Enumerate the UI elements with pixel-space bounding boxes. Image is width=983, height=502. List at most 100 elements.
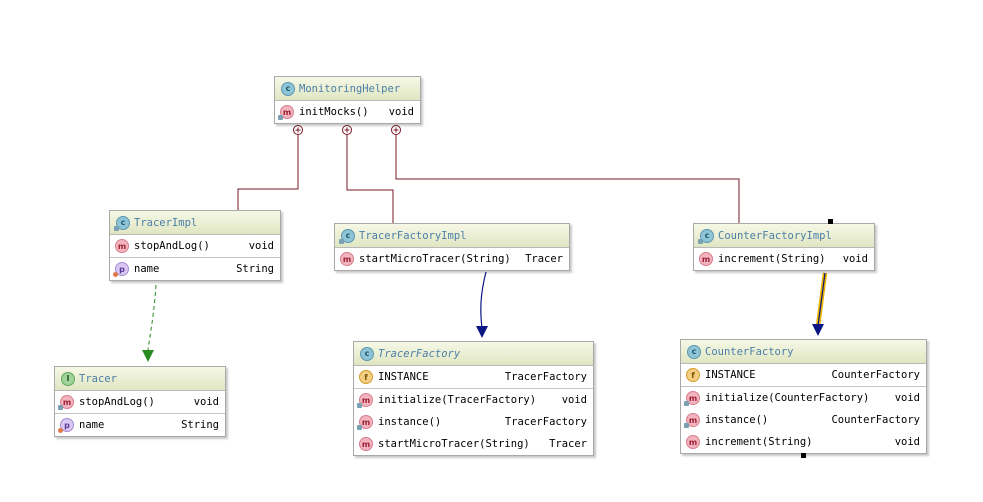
member-type: CounterFactory [831, 414, 920, 426]
interface-box-tracer[interactable]: I Tracer m stopAndLog() void p name Stri… [54, 366, 226, 437]
member-row[interactable]: m startMicroTracer(String) Tracer [354, 433, 593, 455]
class-box-counter-factory-impl[interactable]: c CounterFactoryImpl m increment(String)… [693, 223, 875, 271]
method-icon: m [684, 413, 700, 428]
field-icon: f [686, 368, 700, 382]
member-name: instance() [705, 414, 769, 426]
member-row[interactable]: f INSTANCE TracerFactory [354, 366, 593, 388]
member-name: increment(String) [705, 436, 813, 448]
member-row[interactable]: f INSTANCE CounterFactory [681, 364, 926, 386]
class-box-tracer-impl[interactable]: c TracerImpl m stopAndLog() void p name … [109, 210, 281, 281]
class-box-tracer-factory[interactable]: c TracerFactory f INSTANCE TracerFactory… [353, 341, 594, 456]
member-row[interactable]: m stopAndLog() void [110, 235, 280, 257]
class-box-tracer-factory-impl[interactable]: c TracerFactoryImpl m startMicroTracer(S… [334, 223, 570, 271]
method-icon: m [699, 252, 713, 266]
generalization-edge-tracer-factory[interactable] [476, 271, 488, 338]
public-visibility-icon [357, 403, 362, 408]
member-name: stopAndLog() [79, 396, 155, 408]
selection-handle[interactable] [828, 219, 833, 224]
fields-section: f INSTANCE TracerFactory [354, 366, 593, 389]
public-visibility-icon [339, 238, 344, 244]
interface-icon: I [61, 371, 75, 386]
method-icon: m [340, 252, 354, 266]
member-type: Tracer [549, 438, 587, 450]
member-type: TracerFactory [504, 371, 587, 383]
property-icon: p [58, 418, 74, 433]
member-name: initialize(CounterFactory) [705, 392, 870, 404]
member-row[interactable]: m stopAndLog() void [55, 391, 225, 413]
member-type: void [388, 106, 414, 118]
class-header: c TracerFactoryImpl [335, 224, 569, 248]
public-visibility-icon [684, 401, 689, 406]
methods-section: m startMicroTracer(String) Tracer [335, 248, 569, 270]
methods-section: m initMocks() void [275, 101, 420, 123]
class-header: c CounterFactory [681, 340, 926, 364]
class-box-counter-factory[interactable]: c CounterFactory f INSTANCE CounterFacto… [680, 339, 927, 454]
class-name: CounterFactoryImpl [718, 229, 832, 242]
method-icon: m [357, 393, 373, 408]
composition-marker [293, 125, 303, 135]
methods-section: m stopAndLog() void [55, 391, 225, 414]
member-type: void [894, 436, 920, 448]
selection-handle[interactable] [801, 453, 806, 458]
member-name: stopAndLog() [134, 240, 210, 252]
composition-line-tracer-impl[interactable] [237, 134, 299, 210]
class-name: MonitoringHelper [299, 82, 401, 95]
member-row[interactable]: m increment(String) void [694, 248, 874, 270]
composition-line-counter-factory-impl[interactable] [395, 134, 740, 223]
package-visibility-icon [58, 428, 63, 433]
public-visibility-icon [114, 225, 119, 231]
member-name: name [79, 419, 105, 431]
method-icon: m [58, 395, 74, 410]
member-name: initialize(TracerFactory) [378, 394, 537, 406]
class-name: TracerImpl [134, 216, 198, 229]
member-name: startMicroTracer(String) [378, 438, 530, 450]
member-row[interactable]: m increment(String) void [681, 431, 926, 453]
member-type: Tracer [525, 253, 563, 265]
class-name: TracerFactory [378, 347, 461, 360]
property-icon: p [113, 262, 129, 277]
member-type: String [236, 263, 274, 275]
method-icon: m [115, 239, 129, 253]
class-icon: c [687, 344, 701, 359]
class-name: Tracer [79, 372, 117, 385]
method-icon: m [278, 105, 294, 120]
class-name: CounterFactory [705, 345, 794, 358]
class-icon: c [114, 215, 130, 231]
public-visibility-icon [684, 423, 689, 428]
method-icon: m [686, 435, 700, 449]
member-row[interactable]: m initialize(CounterFactory) void [681, 387, 926, 409]
member-type: void [193, 396, 219, 408]
class-box-monitoring-helper[interactable]: c MonitoringHelper m initMocks() void [274, 76, 421, 124]
methods-section: m stopAndLog() void [110, 235, 280, 258]
member-row[interactable]: m initMocks() void [275, 101, 420, 123]
field-icon: f [359, 370, 373, 384]
class-header: I Tracer [55, 367, 225, 391]
member-type: String [181, 419, 219, 431]
realization-edge[interactable] [142, 284, 157, 362]
member-row[interactable]: m instance() TracerFactory [354, 411, 593, 433]
member-name: increment(String) [718, 253, 826, 265]
abstract-class-icon: c [360, 346, 374, 361]
class-header: c TracerImpl [110, 211, 280, 235]
member-name: INSTANCE [378, 371, 429, 383]
composition-marker [342, 125, 352, 135]
member-type: CounterFactory [831, 369, 920, 381]
member-name: instance() [378, 416, 442, 428]
properties-section: p name String [110, 258, 280, 280]
public-visibility-icon [278, 115, 283, 120]
class-icon: c [281, 81, 295, 96]
class-header: c TracerFactory [354, 342, 593, 366]
member-row[interactable]: p name String [110, 258, 280, 280]
member-row[interactable]: m instance() CounterFactory [681, 409, 926, 431]
public-visibility-icon [698, 238, 703, 244]
methods-section: m increment(String) void [694, 248, 874, 270]
member-row[interactable]: p name String [55, 414, 225, 436]
properties-section: p name String [55, 414, 225, 436]
composition-line-tracer-factory-impl[interactable] [346, 134, 394, 223]
class-header: c MonitoringHelper [275, 77, 420, 101]
member-type: void [248, 240, 274, 252]
class-header: c CounterFactoryImpl [694, 224, 874, 248]
generalization-edge-counter-factory-selected[interactable] [812, 272, 828, 336]
member-row[interactable]: m initialize(TracerFactory) void [354, 389, 593, 411]
member-row[interactable]: m startMicroTracer(String) Tracer [335, 248, 569, 270]
